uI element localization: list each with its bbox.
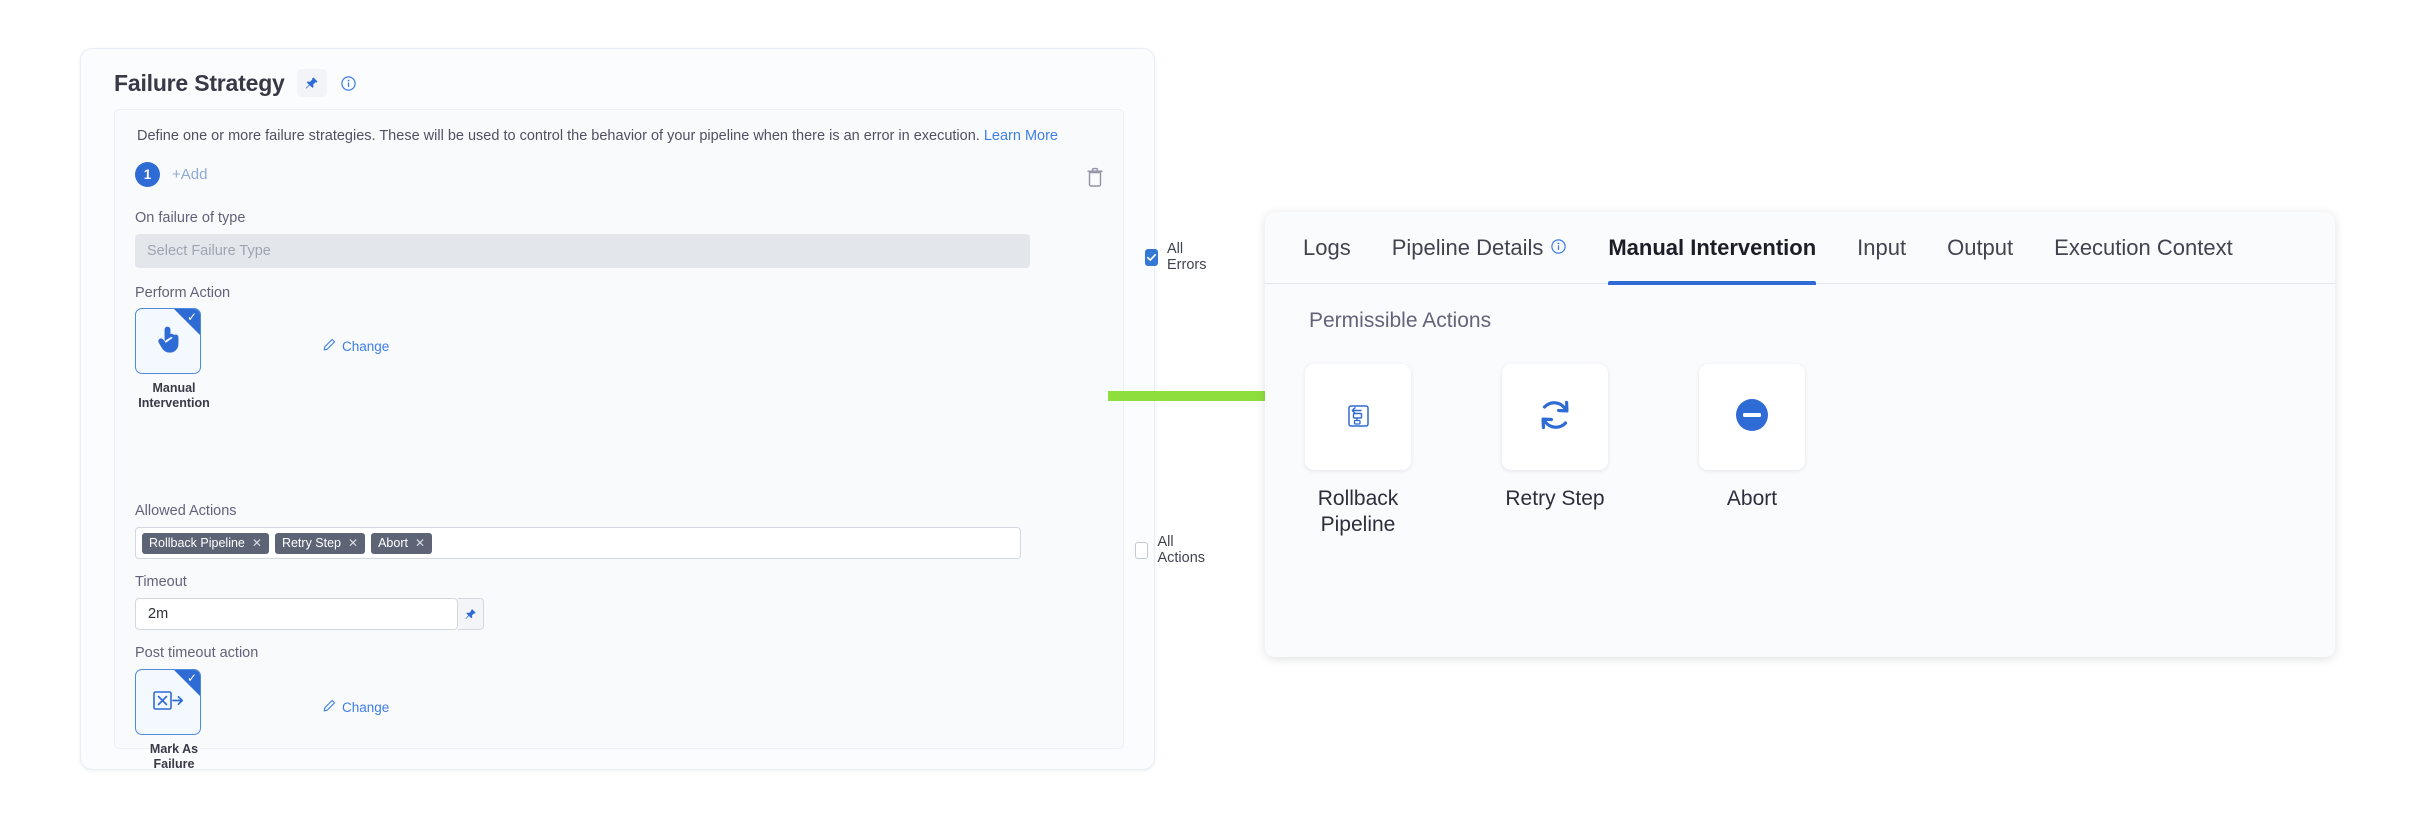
tag-chip[interactable]: Abort ✕ [371, 532, 433, 554]
permissible-action-item: Rollback Pipeline [1305, 364, 1411, 538]
add-strategy-button[interactable]: +Add [172, 166, 208, 183]
selected-corner [174, 309, 200, 335]
perform-action-tile-wrap: ✓ Manual Intervention [135, 308, 213, 411]
failure-strategy-card: Failure Strategy Define one or more fail… [80, 48, 1206, 771]
mark-as-failure-tile[interactable]: ✓ [135, 669, 201, 735]
pencil-icon [323, 338, 336, 354]
rollback-pipeline-icon [1337, 394, 1379, 441]
mark-as-failure-tile-label: Mark As Failure [149, 742, 199, 771]
all-errors-label: All Errors [1167, 241, 1207, 273]
info-icon[interactable] [339, 73, 359, 93]
tab-logs[interactable]: Logs [1303, 212, 1351, 284]
rollback-pipeline-label: Rollback Pipeline [1317, 487, 1399, 536]
pencil-icon [323, 699, 336, 715]
mark-as-failure-icon [151, 687, 185, 718]
tab-input[interactable]: Input [1857, 212, 1906, 284]
tab-execution-context[interactable]: Execution Context [2054, 212, 2233, 284]
tab-label: Logs [1303, 234, 1351, 260]
tab-label: Output [1947, 234, 2014, 260]
abort-icon [1730, 393, 1774, 442]
tab-label: Execution Context [2054, 234, 2233, 260]
timeout-input[interactable]: 2m [135, 598, 458, 630]
retry-step-icon [1532, 392, 1578, 443]
permissible-action-item: Retry Step [1502, 364, 1608, 538]
pin-icon[interactable] [296, 69, 327, 97]
tag-label: Rollback Pipeline [149, 536, 245, 550]
tab-pipeline-details[interactable]: Pipeline Details [1392, 212, 1568, 284]
all-errors-checkbox[interactable] [1145, 248, 1158, 266]
tag-chip[interactable]: Rollback Pipeline ✕ [142, 532, 269, 554]
page-title: Failure Strategy [114, 69, 285, 96]
remove-tag-icon[interactable]: ✕ [251, 536, 262, 550]
permissible-actions-title: Permissible Actions [1309, 309, 1492, 332]
tab-label: Pipeline Details [1391, 234, 1544, 260]
change-label: Change [342, 699, 390, 715]
retry-step-label: Retry Step [1505, 487, 1605, 510]
tab-bar: Logs Pipeline Details Manual Interventio… [1265, 212, 2335, 285]
strategy-add-row: 1 +Add [135, 162, 207, 187]
strategy-index-badge[interactable]: 1 [135, 162, 160, 187]
post-timeout-tile-wrap: ✓ Mark As Failure [135, 669, 213, 772]
remove-tag-icon[interactable]: ✕ [348, 536, 359, 550]
post-timeout-action-label: Post timeout action [135, 645, 259, 661]
check-icon: ✓ [186, 671, 197, 685]
tab-label: Input [1857, 234, 1907, 260]
abort-button[interactable] [1699, 364, 1805, 470]
change-perform-action-button[interactable]: Change [323, 338, 389, 354]
allowed-actions-label: Allowed Actions [135, 503, 237, 519]
rollback-pipeline-button[interactable] [1305, 364, 1411, 470]
all-actions-checkbox-row[interactable]: All Actions [1135, 534, 1209, 566]
permissible-action-item: Abort [1699, 364, 1805, 538]
change-post-timeout-action-button[interactable]: Change [323, 699, 389, 715]
permissible-actions-grid: Rollback Pipeline Retry Step [1305, 364, 1805, 538]
failure-type-placeholder: Select Failure Type [147, 243, 271, 259]
selected-corner [174, 670, 200, 696]
tab-manual-intervention[interactable]: Manual Intervention [1608, 212, 1817, 285]
change-label: Change [342, 338, 390, 354]
perform-action-label: Perform Action [135, 285, 231, 301]
failure-strategy-description: Define one or more failure strategies. T… [137, 128, 1058, 144]
abort-label: Abort [1726, 487, 1778, 510]
execution-details-panel: Logs Pipeline Details Manual Interventio… [1265, 212, 2335, 657]
check-icon: ✓ [186, 310, 197, 324]
retry-step-button[interactable] [1502, 364, 1608, 470]
tag-label: Abort [378, 536, 408, 550]
tab-label: Manual Intervention [1608, 234, 1817, 260]
manual-intervention-tile[interactable]: ✓ [135, 308, 201, 374]
all-actions-label: All Actions [1157, 534, 1206, 566]
timeout-label: Timeout [135, 574, 187, 590]
all-actions-checkbox[interactable] [1135, 541, 1149, 559]
info-icon[interactable] [1550, 235, 1567, 261]
failure-type-select[interactable]: Select Failure Type [135, 234, 1030, 268]
failure-strategy-header: Failure Strategy [114, 69, 359, 97]
tab-output[interactable]: Output [1947, 212, 2013, 284]
allowed-actions-input[interactable]: Rollback Pipeline ✕ Retry Step ✕ Abort ✕ [135, 527, 1021, 559]
tag-chip[interactable]: Retry Step ✕ [274, 532, 366, 554]
tag-label: Retry Step [281, 536, 342, 550]
on-failure-type-label: On failure of type [135, 210, 246, 226]
remove-tag-icon[interactable]: ✕ [414, 536, 426, 550]
timeout-value: 2m [148, 606, 169, 622]
learn-more-link[interactable]: Learn More [983, 128, 1058, 144]
description-text: Define one or more failure strategies. T… [137, 128, 980, 144]
failure-strategy-body: Define one or more failure strategies. T… [114, 109, 1206, 771]
all-errors-checkbox-row[interactable]: All Errors [1145, 241, 1210, 273]
hand-pointer-icon [153, 323, 183, 360]
trash-icon[interactable] [1085, 166, 1105, 188]
timeout-pin-icon[interactable] [458, 598, 484, 630]
manual-intervention-tile-label: Manual Intervention [138, 381, 210, 410]
